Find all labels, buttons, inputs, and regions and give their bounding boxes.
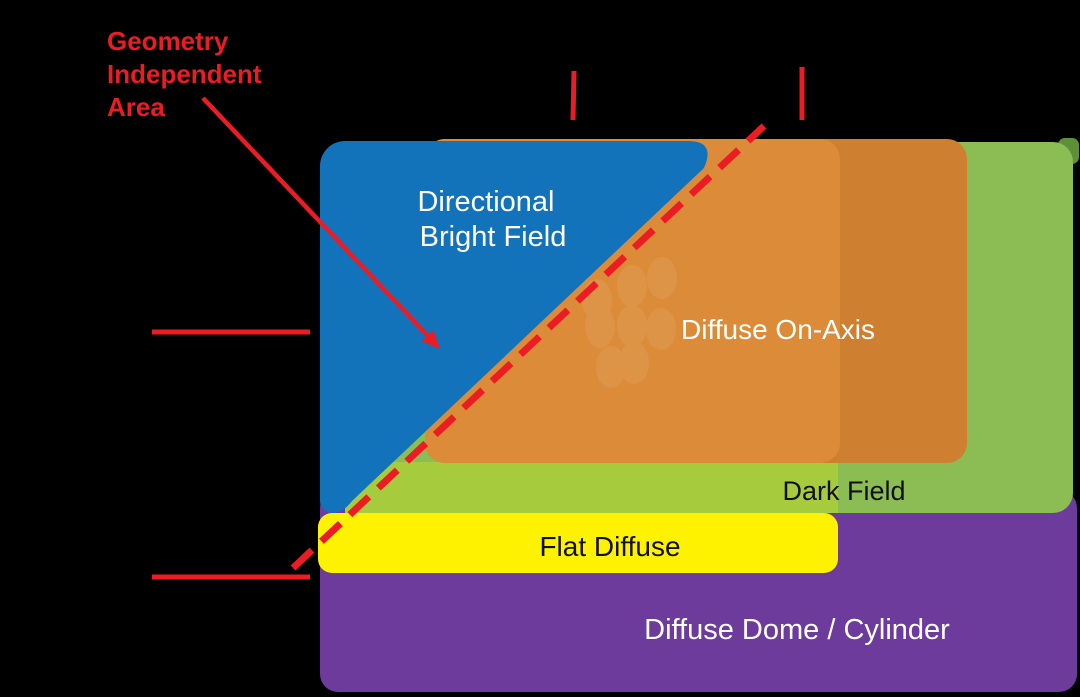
- watermark-dots: [582, 257, 677, 388]
- diffuse-dome-cylinder-label: Diffuse Dome / Cylinder: [644, 614, 950, 646]
- annotation-arrowhead: [421, 330, 440, 349]
- directional-bright-field-label: Directional Bright Field: [417, 186, 566, 253]
- red-annotations: [152, 67, 805, 580]
- geometry-independent-dashed-line: [290, 123, 767, 571]
- annotation-line-2: Independent: [107, 59, 262, 89]
- diffuse-on-axis-label: Diffuse On-Axis: [681, 314, 875, 345]
- flat-diffuse-label: Flat Diffuse: [539, 531, 680, 562]
- dark-field-bright-band: [345, 462, 838, 513]
- directional-label-line-1: Directional: [417, 186, 554, 218]
- annotation-line-3: Area: [107, 92, 165, 122]
- directional-label-line-2: Bright Field: [420, 221, 567, 253]
- dark-field-label: Dark Field: [782, 476, 905, 506]
- top-tick-mark-1: [570, 70, 577, 121]
- region-flat-diffuse: [318, 513, 838, 573]
- geometry-independent-area-label: Geometry Independent Area: [107, 26, 269, 122]
- region-directional-bright-field: [320, 141, 708, 513]
- annotation-line-1: Geometry: [107, 26, 229, 56]
- annotation-arrow-line: [201, 96, 430, 338]
